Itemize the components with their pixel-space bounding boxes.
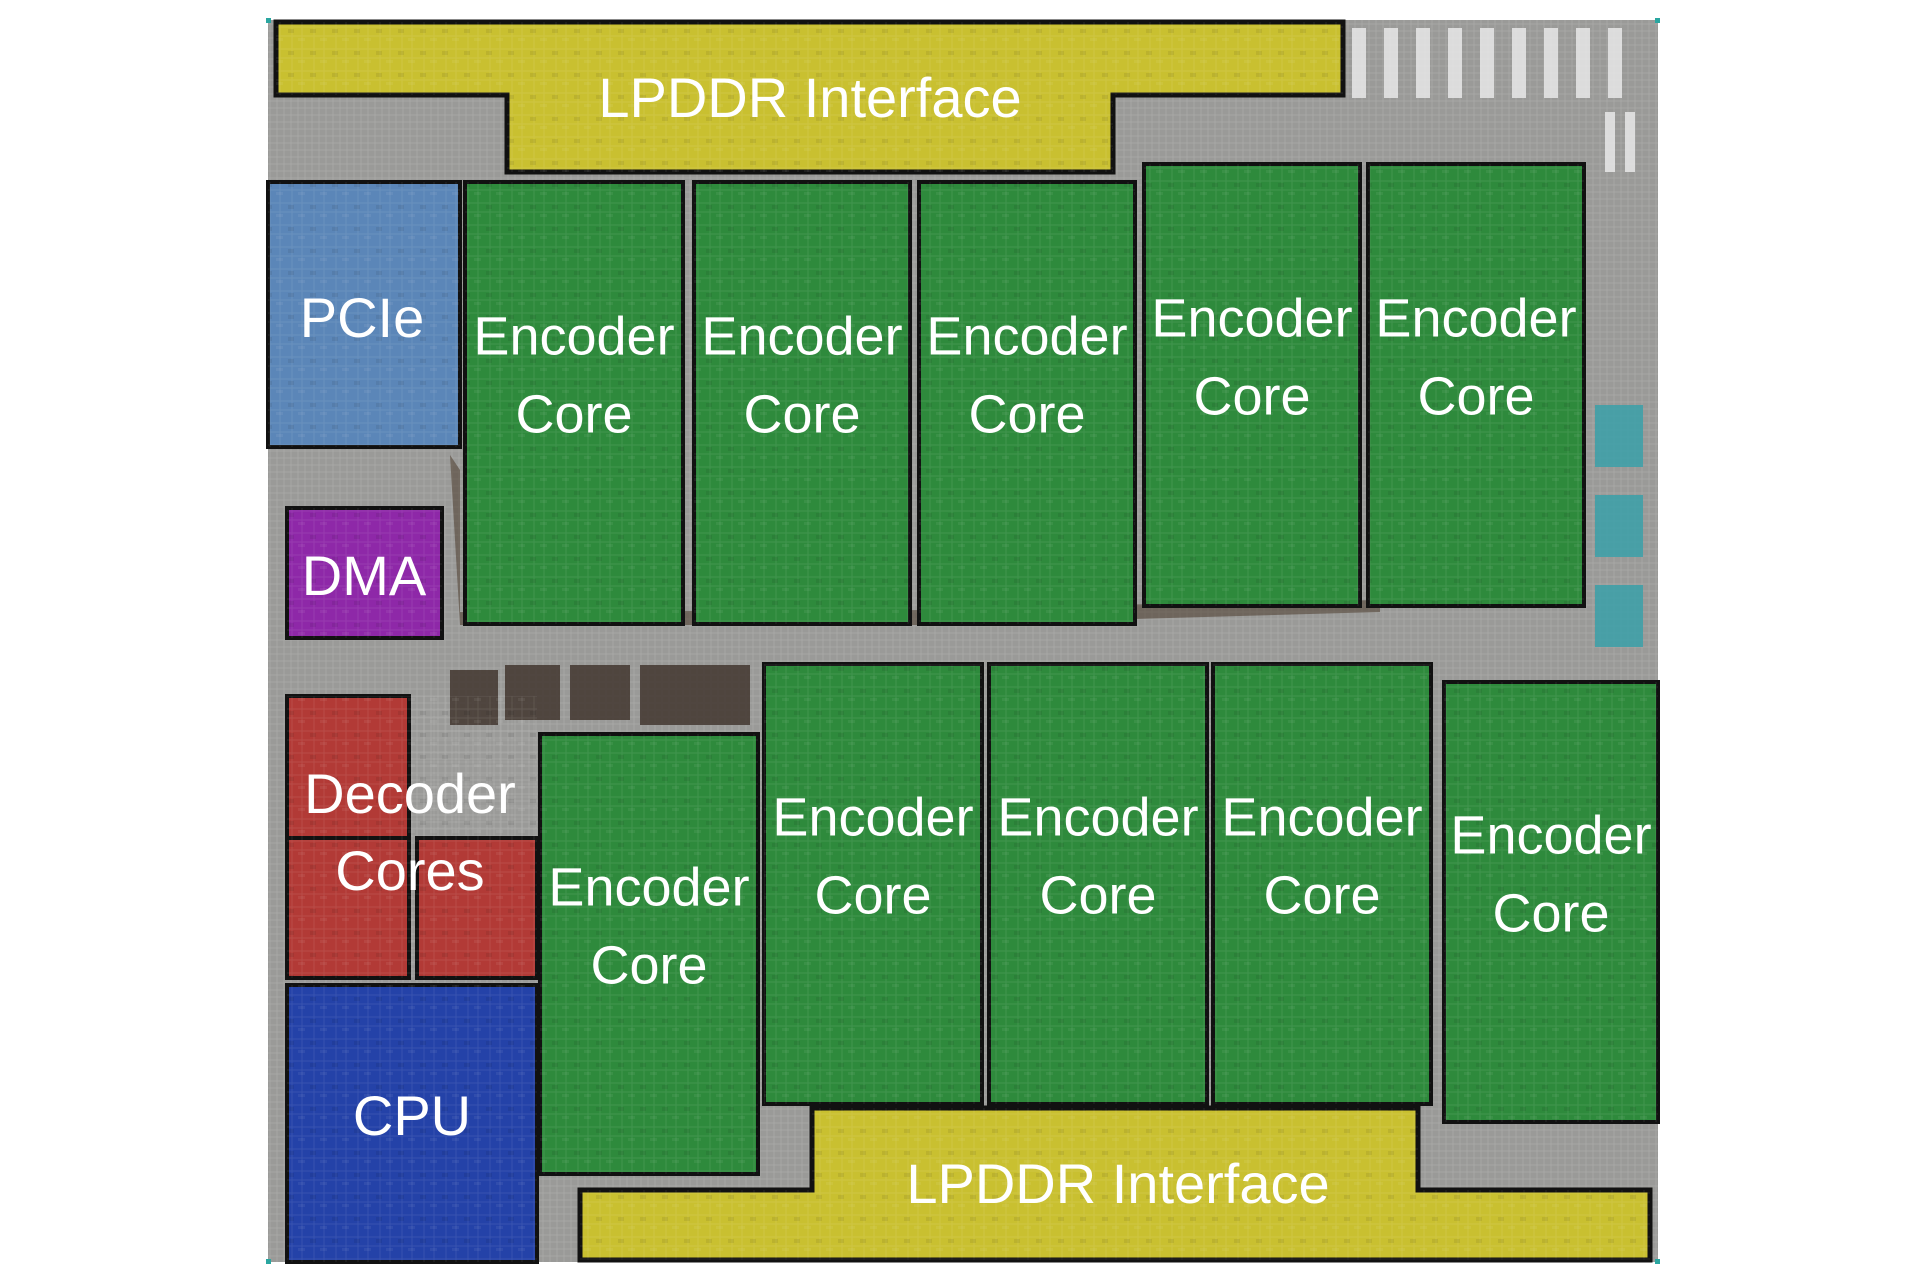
lpddr-bottom-texture [580, 1108, 1650, 1260]
encoder-core-texture-10 [1444, 682, 1658, 1122]
encoder-core-label-line2: Core [1492, 884, 1609, 944]
encoder-core-texture-2 [694, 182, 910, 624]
encoder-core-label-line1: Encoder [1221, 788, 1422, 848]
encoder-core-texture-1 [465, 182, 683, 624]
cpu-texture [287, 985, 537, 1262]
encoder-core-label-line2: Core [743, 384, 860, 444]
lpddr-top-texture [276, 22, 1343, 172]
encoder-core-texture-6 [540, 734, 758, 1174]
pcie-label: PCIe [300, 286, 425, 349]
encoder-core-label-line2: Core [814, 866, 931, 926]
encoder-core-texture-7 [764, 664, 982, 1104]
encoder-core-label-line2: Core [1263, 866, 1380, 926]
encoder-core-label-line1: Encoder [473, 306, 674, 366]
pcie-texture [268, 182, 460, 447]
encoder-core-label-line2: Core [968, 384, 1085, 444]
decoder-cores-block [285, 694, 539, 980]
lpddr-top-label: LPDDR Interface [598, 66, 1021, 129]
encoder-core-label-line2: Core [1039, 866, 1156, 926]
cpu-label: CPU [353, 1084, 471, 1147]
encoder-core-label-line1: Encoder [926, 306, 1127, 366]
encoder-cores: EncoderCoreEncoderCoreEncoderCoreEncoder… [463, 162, 1660, 1176]
dma-texture [287, 508, 442, 638]
sram-block [640, 665, 750, 725]
decoder-label-line1: Decoder [304, 762, 516, 825]
encoder-core-label-line1: Encoder [1151, 288, 1352, 348]
encoder-core-texture-9 [1213, 664, 1431, 1104]
decoder-label-line2: Cores [335, 839, 484, 902]
encoder-core-label-line2: Core [515, 384, 632, 444]
encoder-core-label-line2: Core [1417, 366, 1534, 426]
encoder-core-label-line1: Encoder [701, 306, 902, 366]
encoder-core-label-line1: Encoder [548, 858, 749, 918]
encoder-core-texture-3 [919, 182, 1135, 624]
encoder-core-texture-5 [1368, 164, 1584, 606]
encoder-core-label-line1: Encoder [1375, 288, 1576, 348]
lpddr-bottom-label: LPDDR Interface [906, 1152, 1329, 1215]
encoder-core-label-line2: Core [590, 936, 707, 996]
encoder-core-label-line2: Core [1193, 366, 1310, 426]
die-corner-marks [266, 18, 1660, 1264]
encoder-core-label-line1: Encoder [1450, 806, 1651, 866]
analog-cells [1595, 405, 1643, 647]
encoder-core-texture-8 [989, 664, 1207, 1104]
encoder-core-label-line1: Encoder [772, 788, 973, 848]
dma-label: DMA [302, 544, 427, 607]
io-cells [1352, 28, 1635, 172]
encoder-core-texture-4 [1144, 164, 1360, 606]
sram-block [570, 665, 630, 720]
encoder-core-label-line1: Encoder [997, 788, 1198, 848]
